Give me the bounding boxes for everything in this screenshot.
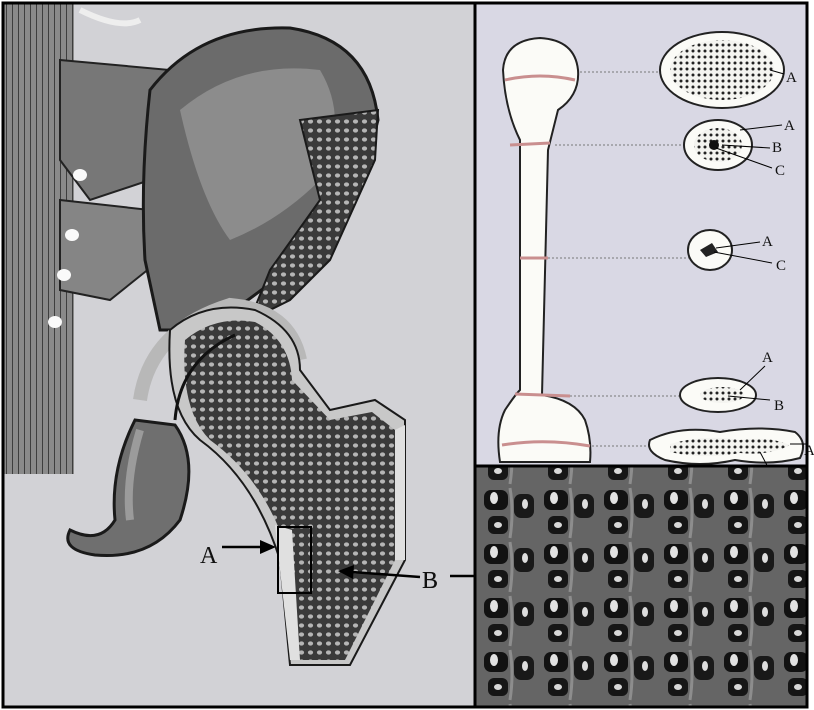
label-b-overlay: B: [422, 568, 438, 594]
section-3-label-a: A: [762, 234, 773, 250]
section-1-label-a: A: [786, 70, 797, 86]
label-a-cortical: A: [200, 543, 218, 569]
section-4-label-b: B: [774, 398, 784, 414]
section-3-label-c: C: [776, 258, 786, 274]
section-2-label-b: B: [772, 140, 782, 156]
hip-joint-panel: A B: [4, 4, 544, 706]
trabecular-micrograph-panel: [476, 467, 806, 706]
section-2-label-c: C: [775, 163, 785, 179]
long-bone-panel: A A B C A C A: [476, 4, 814, 506]
section-2-label-a: A: [784, 118, 795, 134]
section-4-label-a: A: [762, 350, 773, 366]
